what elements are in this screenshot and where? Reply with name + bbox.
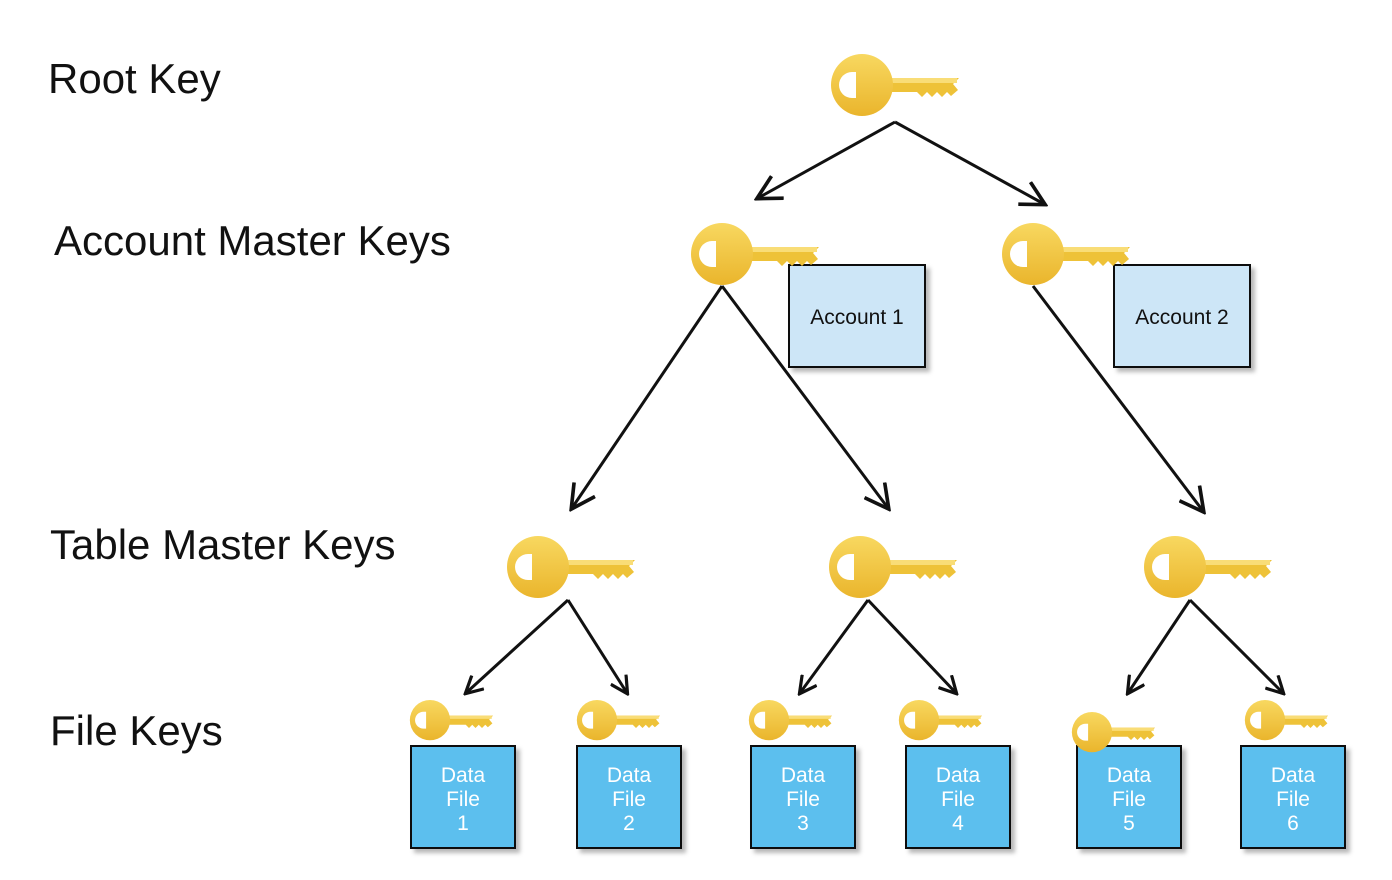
data-file-6-line3: 6	[1287, 812, 1299, 835]
data-file-box-1	[410, 745, 516, 849]
account-master-key-2-icon	[1002, 223, 1130, 285]
arrow-root-to-account2	[894, 120, 1044, 204]
arrow-table2-to-file4	[866, 598, 956, 693]
account-box-2-label: Account 2	[1135, 306, 1228, 329]
data-file-labels: Data File 1 Data File 2 Data File 3 Data…	[441, 764, 1316, 835]
arrow-root-to-account1	[758, 120, 896, 198]
data-file-6-line2: File	[1276, 788, 1310, 811]
arrow-account1-to-table1	[572, 285, 724, 508]
label-file-keys: File Keys	[50, 707, 223, 754]
data-file-1-line2: File	[446, 788, 480, 811]
file-key-1-icon	[409, 700, 494, 741]
data-file-2-line3: 2	[623, 812, 635, 835]
data-file-box-3	[750, 745, 856, 849]
arrow-table3-to-file6	[1188, 598, 1283, 693]
root-key-icon	[831, 54, 959, 116]
data-file-1-line1: Data	[441, 764, 486, 787]
arrows	[466, 120, 1283, 693]
data-file-box-6	[1240, 745, 1346, 849]
data-file-4-line1: Data	[936, 764, 981, 787]
data-file-6-line1: Data	[1271, 764, 1316, 787]
data-file-box-5	[1076, 745, 1182, 849]
arrow-table3-to-file5	[1128, 599, 1192, 693]
data-file-3-line3: 3	[797, 812, 809, 835]
arrow-table2-to-file3	[800, 599, 870, 693]
file-key-6-icon	[1244, 700, 1329, 741]
account-box-1	[788, 264, 926, 368]
arrow-account1-to-table2	[720, 285, 888, 508]
arrow-account2-to-table3	[1031, 285, 1203, 511]
label-table-master-keys: Table Master Keys	[50, 521, 396, 568]
table-master-key-2-icon	[829, 536, 957, 598]
file-key-3-icon	[748, 700, 833, 741]
label-root-key: Root Key	[48, 55, 221, 102]
data-file-2-line1: Data	[607, 764, 652, 787]
file-key-2-icon	[576, 700, 661, 741]
label-account-master-keys: Account Master Keys	[54, 217, 451, 264]
data-file-2-line2: File	[612, 788, 646, 811]
data-file-1-line3: 1	[457, 812, 469, 835]
data-file-4-line3: 4	[952, 812, 964, 835]
data-file-box-4	[905, 745, 1011, 849]
data-file-3-line1: Data	[781, 764, 826, 787]
data-file-5-line2: File	[1112, 788, 1146, 811]
account-box-2	[1113, 264, 1251, 368]
file-key-4-icon	[898, 700, 983, 741]
data-file-5-line3: 5	[1123, 812, 1135, 835]
table-master-key-1-icon	[507, 536, 635, 598]
data-file-4-line2: File	[941, 788, 975, 811]
arrow-table1-to-file2	[566, 599, 627, 693]
data-file-box-2	[576, 745, 682, 849]
data-file-3-line2: File	[786, 788, 820, 811]
account-box-1-label: Account 1	[810, 306, 903, 329]
data-file-5-line1: Data	[1107, 764, 1152, 787]
data-file-boxes	[410, 745, 1346, 849]
arrow-table1-to-file1	[466, 598, 570, 693]
table-master-key-3-icon	[1144, 536, 1272, 598]
